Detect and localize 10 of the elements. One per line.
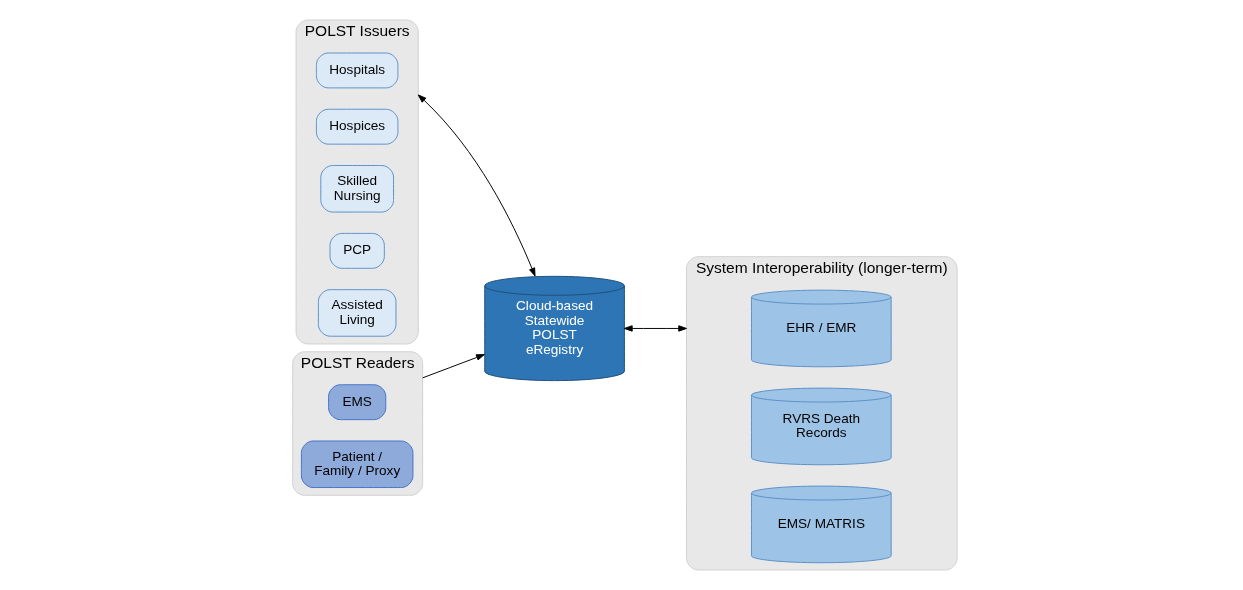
- node-box: Hospices: [315, 108, 399, 145]
- node-box: Hospitals: [315, 52, 399, 89]
- arrow: [623, 325, 687, 332]
- node-box: Skilled Nursing: [320, 165, 395, 213]
- arrow: [422, 354, 485, 379]
- node-box: EMS: [328, 384, 387, 421]
- node-box: Patient / Family / Proxy: [300, 440, 414, 489]
- node-box: Assisted Living: [317, 289, 397, 337]
- node-box: PCP: [329, 232, 385, 269]
- arrow: [417, 94, 536, 277]
